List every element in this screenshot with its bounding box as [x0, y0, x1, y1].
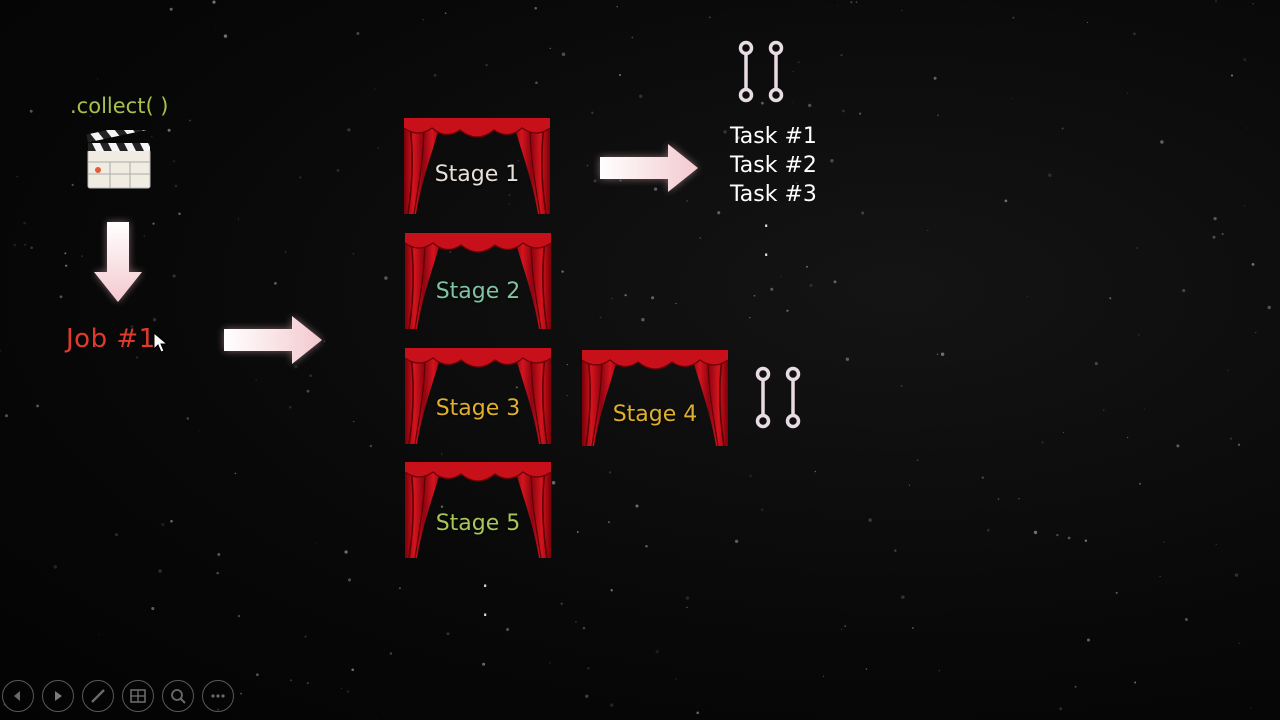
- ellipsis-dot: .: [482, 597, 489, 621]
- mouse-cursor-icon: [153, 331, 169, 354]
- arrow-down-icon: [92, 222, 144, 304]
- more-icon: [211, 694, 225, 698]
- chevron-right-icon: [55, 691, 62, 701]
- collect-code-label: .collect( ): [70, 94, 169, 118]
- search-icon: [171, 689, 186, 704]
- stage-ellipsis: . .: [482, 566, 488, 624]
- arrow-right-icon: [224, 316, 324, 364]
- task-item: Task #3: [730, 182, 817, 207]
- stage-label: Stage 4: [612, 402, 698, 427]
- more-options-button[interactable]: [202, 680, 234, 712]
- task-item: Task #1: [730, 124, 817, 149]
- stage-label: Stage 3: [435, 396, 521, 421]
- stage-2-curtain: Stage 2: [405, 233, 551, 329]
- task-list: Task #1 Task #2 Task #3: [730, 122, 817, 209]
- pin-pair-icon: [751, 366, 807, 430]
- chevron-left-icon: [14, 691, 20, 701]
- ellipsis-dot: .: [763, 208, 770, 232]
- presenter-toolbar: [0, 680, 234, 716]
- job-label: Job #1: [66, 324, 156, 354]
- stage-4-curtain: Stage 4: [582, 350, 728, 446]
- zoom-button[interactable]: [162, 680, 194, 712]
- stage-label: Stage 5: [435, 511, 521, 536]
- pen-button[interactable]: [82, 680, 114, 712]
- stage-3-curtain: Stage 3: [405, 348, 551, 444]
- slides-icon: [130, 689, 146, 703]
- pin-pair-icon: [734, 40, 790, 104]
- previous-slide-button[interactable]: [2, 680, 34, 712]
- ellipsis-dot: .: [482, 568, 489, 592]
- arrow-right-icon: [600, 144, 700, 192]
- stage-1-curtain: Stage 1: [404, 118, 550, 214]
- pen-icon: [91, 689, 105, 703]
- task-item: Task #2: [730, 153, 817, 178]
- stage-5-curtain: Stage 5: [405, 462, 551, 558]
- task-ellipsis: . .: [763, 206, 769, 264]
- clapperboard-icon: [86, 121, 152, 190]
- ellipsis-dot: .: [763, 237, 770, 261]
- next-slide-button[interactable]: [42, 680, 74, 712]
- stage-label: Stage 1: [434, 162, 520, 187]
- stage-label: Stage 2: [435, 279, 521, 304]
- slides-grid-button[interactable]: [122, 680, 154, 712]
